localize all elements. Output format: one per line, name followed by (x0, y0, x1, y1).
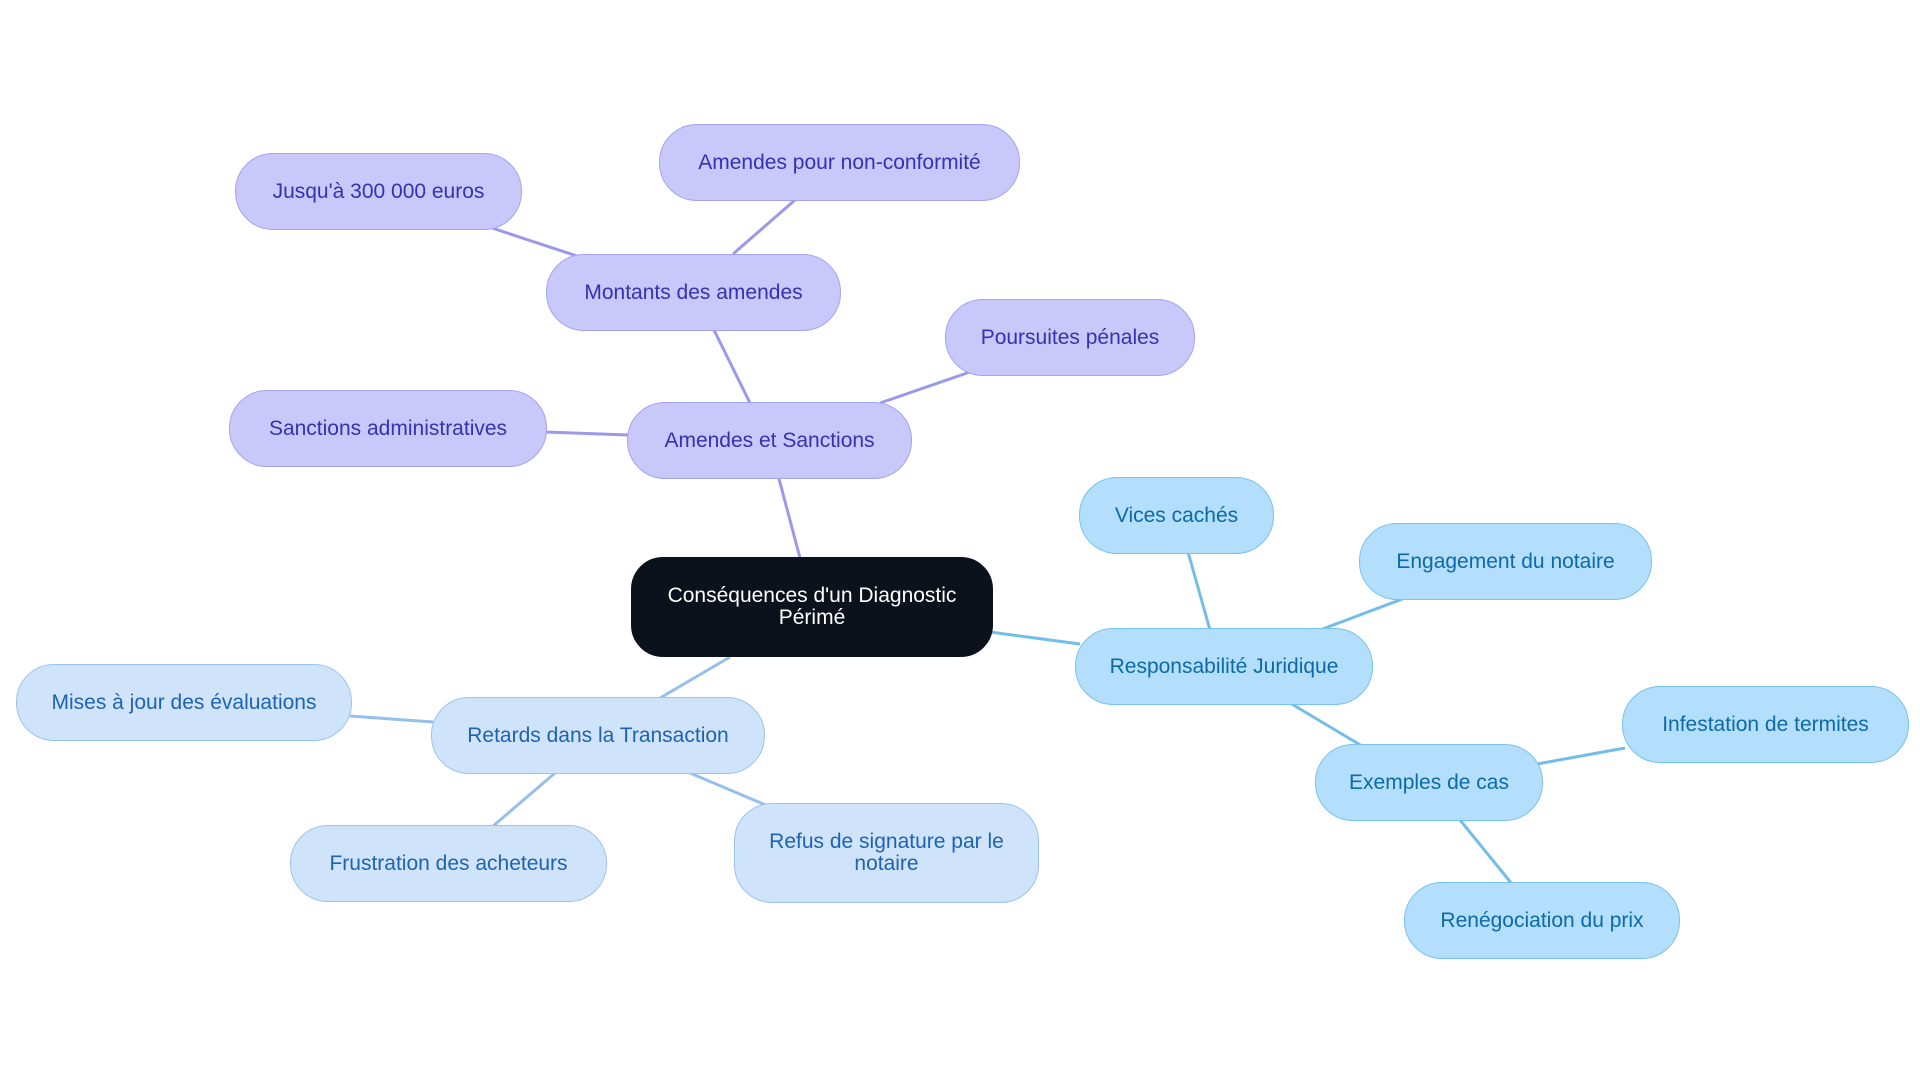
node-amendes-sanctions-label: Amendes et Sanctions (664, 428, 875, 452)
node-vices-caches[interactable]: Vices cachés (1079, 477, 1274, 554)
node-refus-signature-notaire[interactable]: Refus de signature par le notaire (734, 803, 1039, 903)
root-label: Conséquences d'un Diagnostic Périmé (667, 584, 957, 629)
node-infestation-termites[interactable]: Infestation de termites (1622, 686, 1909, 763)
edge-exemples-renegociation (1458, 819, 1514, 885)
edge-montants-nonconformite (732, 198, 796, 256)
node-renegociation-prix[interactable]: Renégociation du prix (1404, 882, 1680, 959)
node-poursuites-penales[interactable]: Poursuites pénales (945, 299, 1195, 376)
node-sanctions-administratives[interactable]: Sanctions administratives (229, 390, 547, 467)
node-jusqua-300000-label: Jusqu'à 300 000 euros (272, 179, 485, 203)
node-retards-transaction-label: Retards dans la Transaction (467, 723, 729, 747)
node-jusqua-300000[interactable]: Jusqu'à 300 000 euros (235, 153, 522, 230)
node-mises-a-jour-evaluations[interactable]: Mises à jour des évaluations (16, 664, 352, 741)
node-retards-transaction[interactable]: Retards dans la Transaction (431, 697, 765, 774)
node-amendes-non-conformite[interactable]: Amendes pour non-conformité (659, 124, 1020, 201)
edge-root-responsabilite (989, 630, 1081, 646)
edge-retards-refus (689, 771, 769, 808)
node-amendes-non-conformite-label: Amendes pour non-conformité (698, 150, 981, 174)
node-frustration-acheteurs[interactable]: Frustration des acheteurs (290, 825, 607, 902)
node-frustration-acheteurs-label: Frustration des acheteurs (329, 851, 568, 875)
edge-retards-misesajour (349, 714, 434, 724)
node-montants-amendes-label: Montants des amendes (584, 280, 803, 304)
edge-responsabilite-vices (1186, 551, 1212, 631)
node-amendes-sanctions[interactable]: Amendes et Sanctions (627, 402, 912, 479)
node-engagement-notaire-label: Engagement du notaire (1396, 549, 1615, 573)
edge-root-retards (659, 655, 731, 700)
node-exemples-de-cas-label: Exemples de cas (1349, 770, 1509, 794)
edge-amendes-poursuites (879, 370, 971, 405)
node-responsabilite-juridique[interactable]: Responsabilité Juridique (1075, 628, 1373, 705)
edge-root-amendes (776, 474, 802, 559)
node-mises-a-jour-evaluations-label: Mises à jour des évaluations (51, 690, 317, 714)
node-vices-caches-label: Vices cachés (1114, 503, 1239, 527)
node-responsabilite-juridique-label: Responsabilité Juridique (1109, 654, 1339, 678)
edge-montants-jusqua (491, 226, 581, 259)
node-infestation-termites-label: Infestation de termites (1662, 712, 1869, 736)
node-poursuites-penales-label: Poursuites pénales (980, 325, 1160, 349)
root-node[interactable]: Conséquences d'un Diagnostic Périmé (631, 557, 993, 657)
node-renegociation-prix-label: Renégociation du prix (1440, 908, 1644, 932)
edge-responsabilite-exemples (1289, 701, 1363, 748)
edge-amendes-montants (711, 327, 752, 404)
edge-retards-frustration (491, 771, 556, 829)
edge-exemples-termites (1536, 746, 1626, 766)
edge-amendes-administratives (544, 430, 629, 437)
node-montants-amendes[interactable]: Montants des amendes (546, 254, 841, 331)
edge-responsabilite-notaire (1319, 596, 1406, 632)
node-exemples-de-cas[interactable]: Exemples de cas (1315, 744, 1543, 821)
node-refus-signature-notaire-label: Refus de signature par le notaire (769, 830, 1004, 875)
node-sanctions-administratives-label: Sanctions administratives (268, 416, 508, 440)
node-engagement-notaire[interactable]: Engagement du notaire (1359, 523, 1652, 600)
